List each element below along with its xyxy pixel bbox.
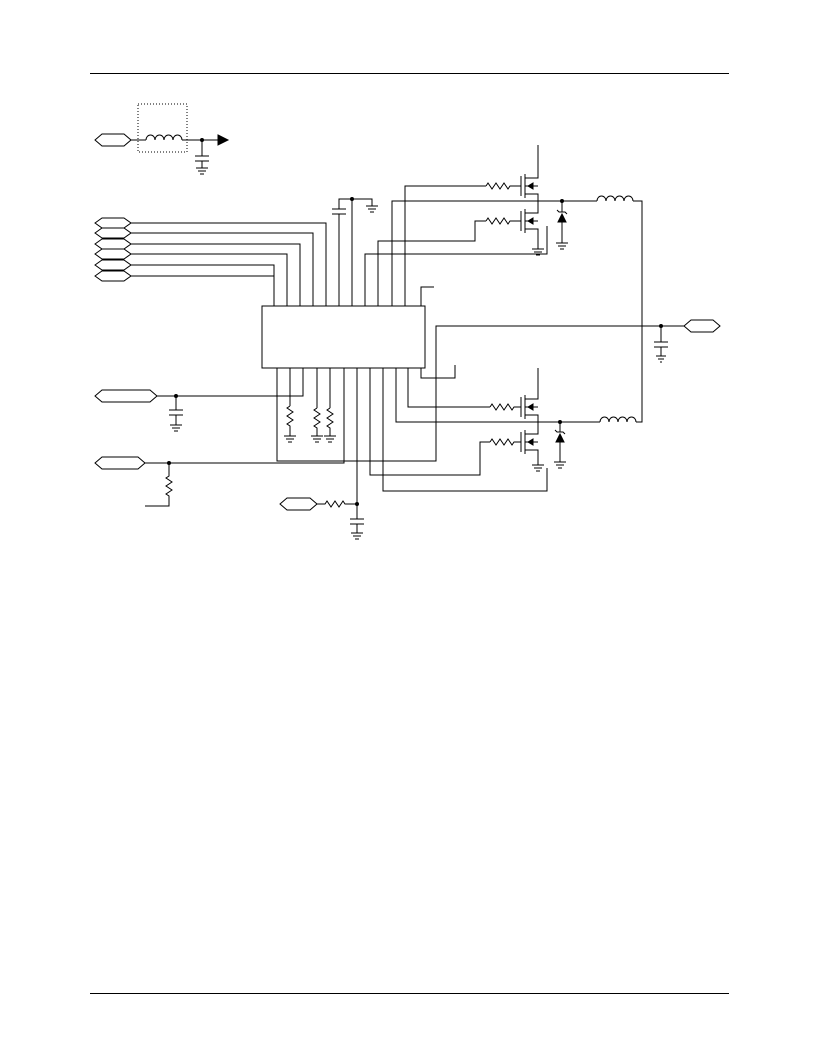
lower-low-side-mosfet xyxy=(520,422,544,472)
output-port-connector xyxy=(683,319,721,333)
footer-rule xyxy=(90,993,729,994)
lower-schottky-diode xyxy=(554,420,566,469)
supply-port-connector xyxy=(94,389,183,432)
input-filter-inductor xyxy=(145,134,218,141)
output-capacitor xyxy=(435,324,684,453)
enable-port-connector xyxy=(94,456,173,507)
input-port-connector xyxy=(94,133,146,147)
lower-low-side-gate-resistor xyxy=(489,438,521,446)
upper-output-inductor xyxy=(538,195,643,420)
upper-schottky-diode xyxy=(556,199,568,250)
lower-high-side-mosfet xyxy=(520,368,539,422)
input-filter-capacitor xyxy=(195,140,209,175)
controller-ic xyxy=(261,305,426,369)
upper-low-side-mosfet xyxy=(520,201,544,256)
upper-low-side-gate-resistor xyxy=(485,217,521,225)
soft-start-port-connector xyxy=(279,497,364,540)
input-filter-box xyxy=(137,103,188,153)
ic-top-pins xyxy=(364,185,548,306)
lower-output-inductor xyxy=(538,416,643,423)
ic-decoupling-capacitor xyxy=(332,197,378,306)
ic-bottom-pins xyxy=(169,365,548,504)
output-arrow-icon xyxy=(217,134,230,146)
control-input-ports xyxy=(94,217,327,306)
ic-bottom-resistors xyxy=(284,405,336,443)
lower-high-side-gate-resistor xyxy=(489,403,521,411)
header-rule xyxy=(90,73,729,74)
upper-high-side-gate-resistor xyxy=(485,182,521,190)
upper-high-side-mosfet xyxy=(520,145,539,201)
